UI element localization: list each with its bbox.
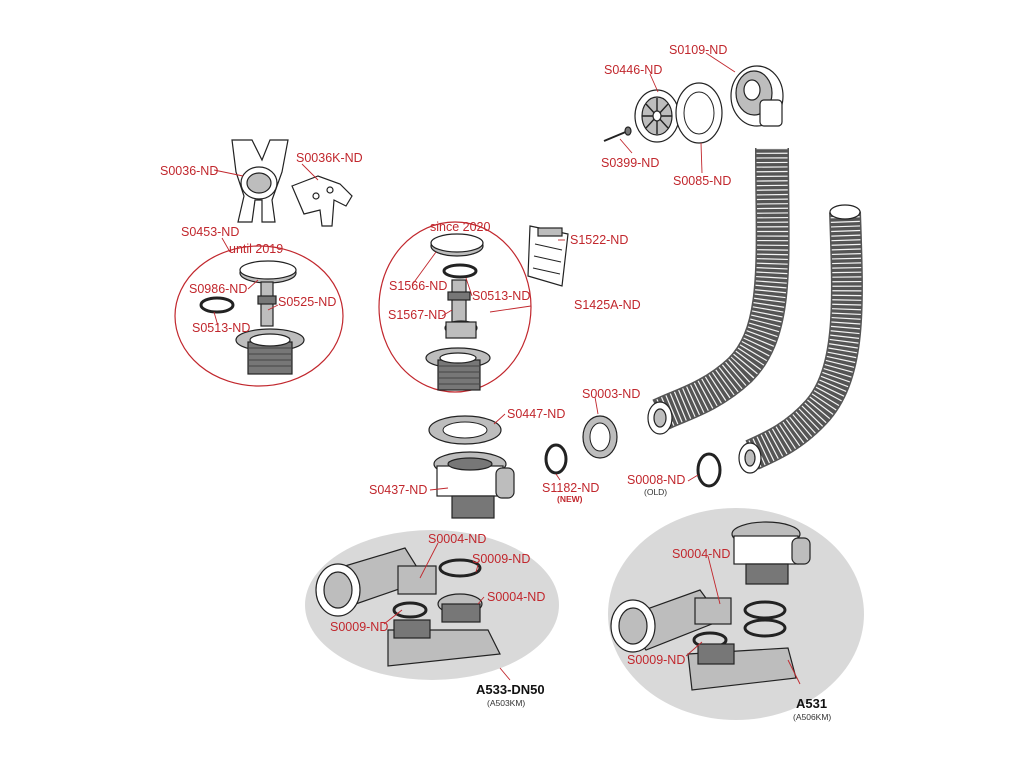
label-until-2019: until 2019	[229, 242, 283, 256]
until-2019-group-circle	[174, 245, 344, 387]
spanner-s0036	[231, 139, 289, 223]
model-a533-name: A533-DN50	[476, 682, 545, 697]
a531-assembly	[610, 521, 811, 691]
plug-stem-s0525	[257, 281, 277, 327]
overflow-hose-2	[738, 204, 863, 474]
leader-lines	[213, 52, 801, 685]
label-s0513-left: S0513-ND	[192, 321, 250, 335]
model-a531-code: (A506KM)	[793, 712, 831, 722]
plug-cap-s0986	[239, 260, 297, 284]
label-s0447: S0447-ND	[507, 407, 565, 421]
plug-cap-s1566	[430, 233, 484, 257]
nut-s0003	[582, 415, 618, 459]
seal-ring-s0447	[428, 415, 502, 445]
label-a533-s0009-top: S0009-ND	[472, 552, 530, 566]
label-s0986: S0986-ND	[189, 282, 247, 296]
overflow-ring-s0085	[675, 82, 723, 144]
grid-s1522	[527, 225, 569, 287]
label-s0453: S0453-ND	[181, 225, 239, 239]
label-s1566: S1566-ND	[389, 279, 447, 293]
label-s0003: S0003-ND	[582, 387, 640, 401]
overflow-hose-1	[647, 147, 790, 435]
label-s1182: S1182-ND	[542, 481, 599, 495]
o-ring-s0513-left	[199, 296, 235, 314]
label-since-2020: since 2020	[430, 220, 491, 234]
waste-trap-s0437	[433, 451, 515, 519]
label-a531-s0004: S0004-ND	[672, 547, 730, 561]
label-s0036k: S0036K-ND	[296, 151, 363, 165]
label-s0399: S0399-ND	[601, 156, 659, 170]
label-s0437: S0437-ND	[369, 483, 427, 497]
ring-s1182	[544, 443, 568, 475]
label-s0525: S0525-ND	[278, 295, 336, 309]
label-s0085: S0085-ND	[673, 174, 731, 188]
label-s0109: S0109-ND	[669, 43, 727, 57]
label-a531-s0009: S0009-ND	[627, 653, 685, 667]
label-s1182-note: (NEW)	[557, 494, 583, 504]
a533-assembly	[315, 547, 501, 667]
overflow-cover-s0446	[634, 89, 680, 143]
label-a533-s0009-left: S0009-ND	[330, 620, 388, 634]
label-s1425a: S1425A-ND	[574, 298, 641, 312]
label-s0008-note: (OLD)	[644, 487, 667, 497]
screw-s0399	[603, 126, 632, 142]
model-a533-code: (A503KM)	[487, 698, 525, 708]
spanner-s0036k	[291, 175, 353, 227]
ring-s0008	[696, 452, 722, 488]
label-a533-s0004-top: S0004-ND	[428, 532, 486, 546]
waste-body-until-2019	[235, 328, 305, 375]
label-s1567: S1567-ND	[388, 308, 446, 322]
model-a531-name: A531	[796, 696, 827, 711]
label-s0008: S0008-ND	[627, 473, 685, 487]
plug-stem-s1567	[444, 279, 478, 339]
waste-body-since-2020	[425, 347, 491, 391]
label-s1522: S1522-ND	[570, 233, 628, 247]
label-s0446: S0446-ND	[604, 63, 662, 77]
since-2020-group-circle	[378, 221, 532, 393]
label-s0036: S0036-ND	[160, 164, 218, 178]
label-a533-s0004-right: S0004-ND	[487, 590, 545, 604]
o-ring-s0513-right	[442, 263, 478, 279]
overflow-head-s0109	[730, 65, 784, 127]
label-s0513-right: S0513-ND	[472, 289, 530, 303]
